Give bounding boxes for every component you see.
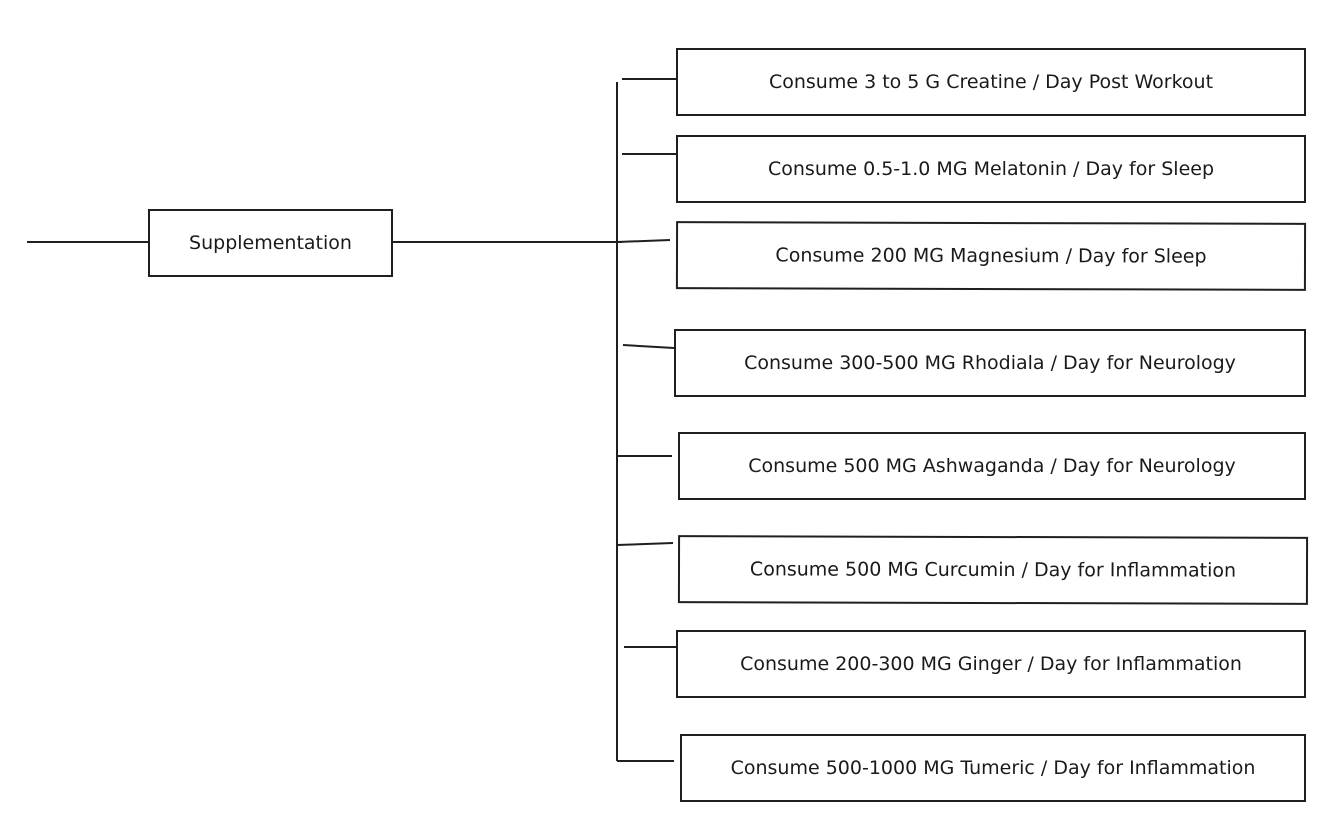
child-node-tumeric: Consume 500-1000 MG Tumeric / Day for In… — [680, 734, 1306, 802]
child-node-label: Consume 200 MG Magnesium / Day for Sleep — [775, 244, 1207, 268]
child-node-ginger: Consume 200-300 MG Ginger / Day for Infl… — [676, 630, 1306, 698]
child-node-rhodiala: Consume 300-500 MG Rhodiala / Day for Ne… — [674, 329, 1306, 397]
child-node-label: Consume 300-500 MG Rhodiala / Day for Ne… — [744, 352, 1236, 374]
child-node-label: Consume 3 to 5 G Creatine / Day Post Wor… — [768, 71, 1214, 93]
child-node-curcumin: Consume 500 MG Curcumin / Day for Inflam… — [677, 535, 1309, 605]
branch-line-magnesium — [616, 239, 671, 243]
child-node-melatonin: Consume 0.5-1.0 MG Melatonin / Day for S… — [676, 135, 1306, 203]
branch-line-curcumin — [616, 542, 674, 546]
child-node-label: Consume 500 MG Ashwaganda / Day for Neur… — [748, 455, 1236, 477]
branch-line-rhodiala — [622, 344, 675, 349]
root-node-label: Supplementation — [189, 232, 352, 254]
child-node-label: Consume 500 MG Curcumin / Day for Inflam… — [749, 558, 1237, 582]
child-node-creatine: Consume 3 to 5 G Creatine / Day Post Wor… — [676, 48, 1306, 116]
child-node-label: Consume 200-300 MG Ginger / Day for Infl… — [740, 653, 1242, 675]
child-node-ashwaganda: Consume 500 MG Ashwaganda / Day for Neur… — [678, 432, 1306, 500]
child-node-label: Consume 0.5-1.0 MG Melatonin / Day for S… — [767, 158, 1215, 180]
child-node-label: Consume 500-1000 MG Tumeric / Day for In… — [730, 757, 1256, 779]
child-node-magnesium: Consume 200 MG Magnesium / Day for Sleep — [675, 221, 1307, 291]
root-node-supplementation: Supplementation — [148, 209, 393, 277]
